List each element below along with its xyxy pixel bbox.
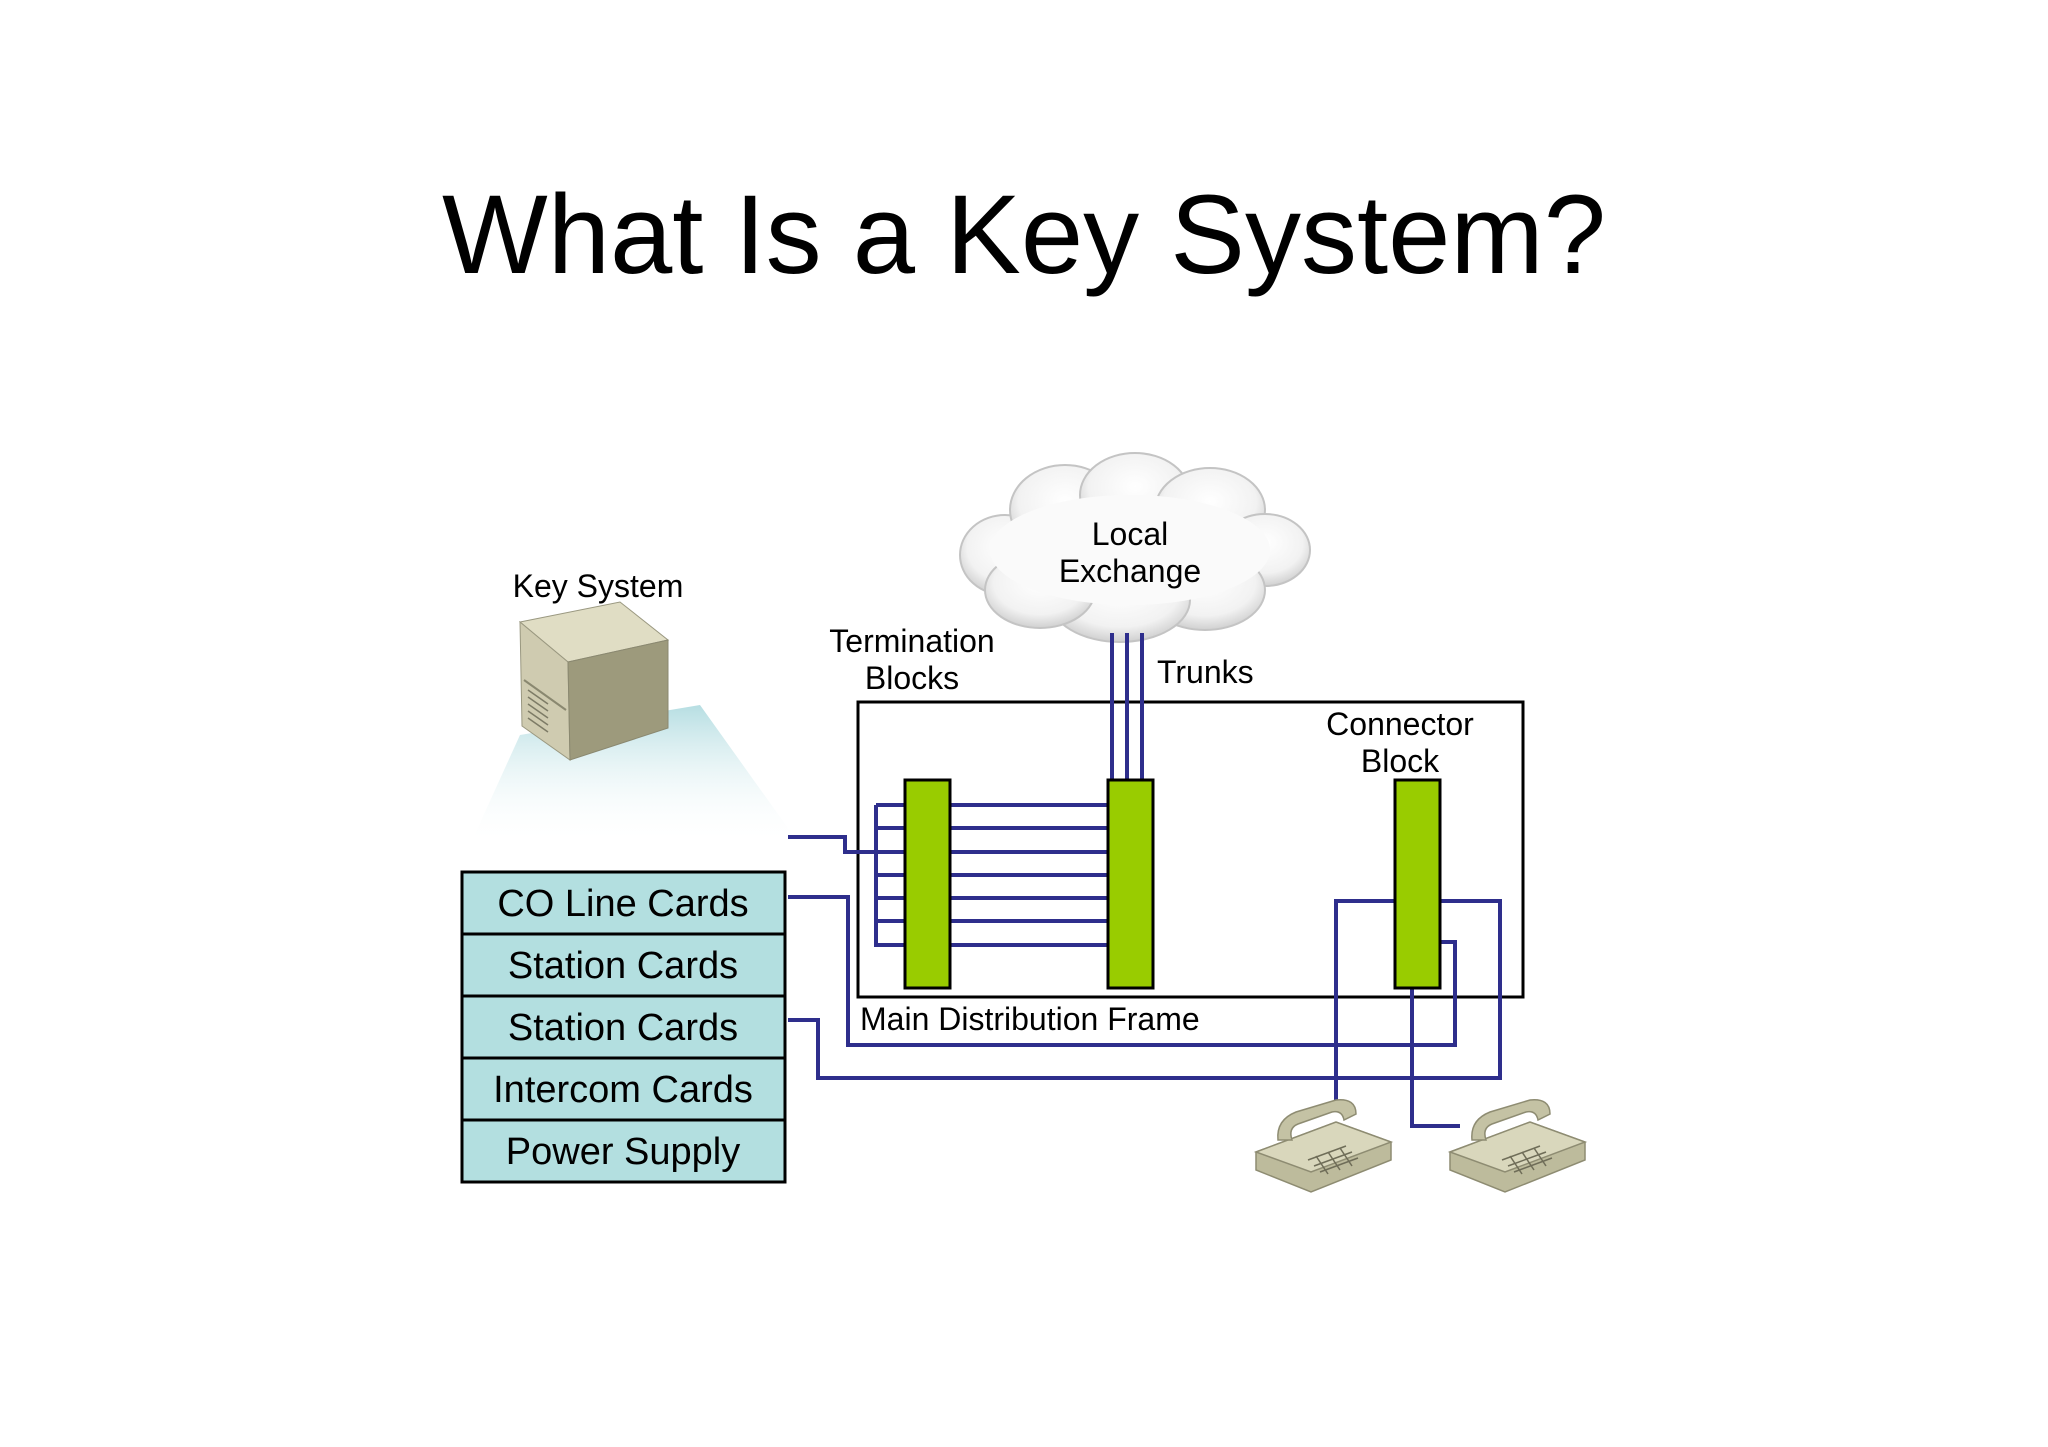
cloud-icon <box>959 452 1311 643</box>
card-intercom <box>460 1056 787 1122</box>
local-exchange-label-line1: Local <box>1092 516 1169 552</box>
card-label: Station Cards <box>508 1007 738 1049</box>
telephone-icon <box>1253 1099 1394 1193</box>
card-stack: CO Line Cards Station Cards Station Card… <box>460 870 787 1184</box>
main-distribution-frame <box>856 700 1525 999</box>
wiring <box>788 803 1502 1128</box>
connector-block-label-line2: Block <box>1361 743 1440 779</box>
card-co-line <box>460 870 787 936</box>
trunks-label: Trunks <box>1157 654 1254 690</box>
card-label: Intercom Cards <box>493 1069 753 1111</box>
trunk-termination-block <box>1106 778 1155 990</box>
local-exchange-label-line2: Exchange <box>1059 553 1201 589</box>
telephone-icon <box>1447 1099 1588 1193</box>
card-station-2 <box>460 994 787 1060</box>
main-distribution-frame-label: Main Distribution Frame <box>860 1001 1200 1037</box>
termination-blocks-label-line2: Blocks <box>865 660 959 696</box>
slide-title: What Is a Key System? <box>442 172 1606 297</box>
connector-block <box>1393 778 1442 990</box>
termination-blocks-label-line1: Termination <box>829 623 994 659</box>
card-power-supply <box>460 1118 787 1184</box>
card-label: Power Supply <box>506 1131 740 1173</box>
connector-block-label-line1: Connector <box>1326 706 1474 742</box>
key-system-label: Key System <box>513 568 684 604</box>
card-station-1 <box>460 932 787 998</box>
card-label: CO Line Cards <box>497 883 748 925</box>
key-system-cabinet-icon <box>470 601 800 845</box>
card-label: Station Cards <box>508 945 738 987</box>
trunk-wires <box>1110 633 1144 780</box>
termination-block <box>903 778 952 990</box>
